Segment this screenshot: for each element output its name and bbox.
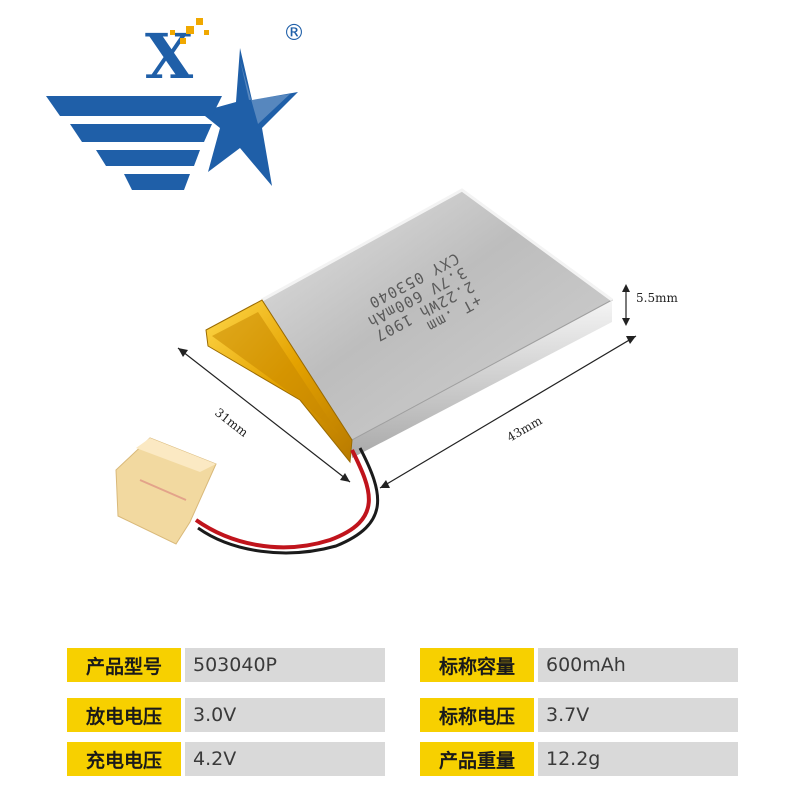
spec-key-charge-voltage: 充电电压 bbox=[67, 742, 181, 776]
spec-key-discharge-voltage: 放电电压 bbox=[67, 698, 181, 732]
black-wire bbox=[197, 447, 380, 555]
brand-logo: X ® bbox=[46, 18, 305, 190]
spec-value-weight: 12.2g bbox=[538, 742, 738, 776]
wire-connector bbox=[115, 437, 217, 545]
spec-key-model: 产品型号 bbox=[67, 648, 181, 682]
logo-star-mark bbox=[46, 48, 298, 190]
spec-value-charge-voltage: 4.2V bbox=[185, 742, 385, 776]
registered-mark: ® bbox=[283, 21, 305, 46]
dimension-thickness: 5.5mm bbox=[622, 284, 678, 326]
length-label: 43mm bbox=[505, 413, 545, 444]
spec-value-discharge-voltage: 3.0V bbox=[185, 698, 385, 732]
battery-illustration: CXY 053040 3.7V 600mAh 2.22Wh 1907 +T .m… bbox=[115, 188, 678, 555]
battery-side-edge bbox=[350, 300, 612, 458]
spec-value-capacity: 600mAh bbox=[538, 648, 738, 682]
logo-letter: X bbox=[145, 20, 194, 93]
spec-value-nominal-voltage: 3.7V bbox=[538, 698, 738, 732]
width-label: 31mm bbox=[212, 405, 251, 440]
red-wire bbox=[194, 449, 371, 550]
spec-key-weight: 产品重量 bbox=[420, 742, 534, 776]
spec-value-model: 503040P bbox=[185, 648, 385, 682]
thickness-label: 5.5mm bbox=[636, 291, 678, 305]
spec-key-capacity: 标称容量 bbox=[420, 648, 534, 682]
spec-key-nominal-voltage: 标称电压 bbox=[420, 698, 534, 732]
